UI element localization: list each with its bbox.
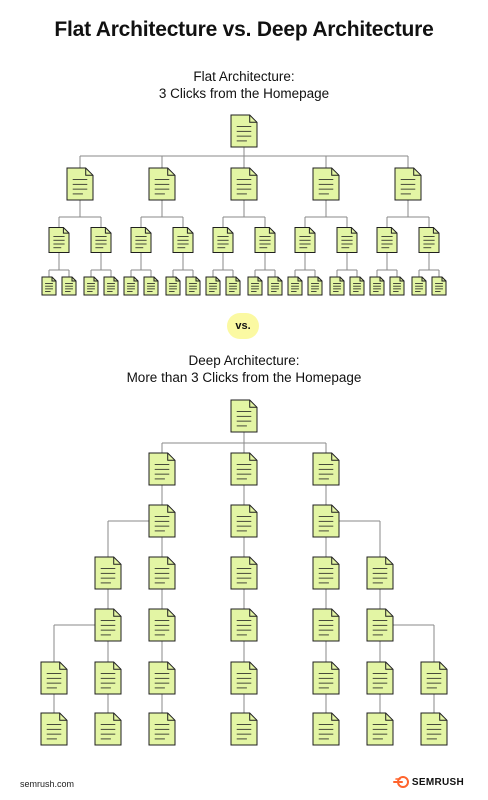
document-icon <box>230 661 258 695</box>
document-icon <box>225 276 241 296</box>
document-icon <box>247 276 263 296</box>
document-icon <box>90 227 112 253</box>
document-icon <box>83 276 99 296</box>
document-icon <box>48 227 70 253</box>
flat-architecture-subtitle: Flat Architecture: 3 Clicks from the Hom… <box>0 68 488 102</box>
document-icon <box>366 608 394 642</box>
document-icon <box>230 452 258 486</box>
document-icon <box>254 227 276 253</box>
document-icon <box>148 712 176 746</box>
document-icon <box>336 227 358 253</box>
document-icon <box>230 114 258 148</box>
document-icon <box>172 227 194 253</box>
document-icon <box>431 276 447 296</box>
document-icon <box>287 276 303 296</box>
document-icon <box>329 276 345 296</box>
document-icon <box>94 712 122 746</box>
document-icon <box>389 276 405 296</box>
document-icon <box>205 276 221 296</box>
document-icon <box>148 556 176 590</box>
document-icon <box>312 167 340 201</box>
document-icon <box>66 167 94 201</box>
deep-subtitle-line1: Deep Architecture: <box>188 353 300 368</box>
document-icon <box>394 167 422 201</box>
document-icon <box>294 227 316 253</box>
document-icon <box>123 276 139 296</box>
document-icon <box>165 276 181 296</box>
vs-badge: vs. <box>227 313 259 339</box>
deep-subtitle-line2: More than 3 Clicks from the Homepage <box>126 370 362 385</box>
deep-architecture-subtitle: Deep Architecture: More than 3 Clicks fr… <box>0 352 488 386</box>
document-icon <box>41 276 57 296</box>
document-icon <box>230 712 258 746</box>
document-icon <box>148 452 176 486</box>
tree-connectors <box>48 147 440 713</box>
flat-subtitle-line1: Flat Architecture: <box>193 69 295 84</box>
document-icon <box>230 608 258 642</box>
document-icon <box>148 167 176 201</box>
document-icon <box>369 276 385 296</box>
document-icon <box>148 608 176 642</box>
document-icon <box>312 556 340 590</box>
document-icon <box>143 276 159 296</box>
document-icon <box>61 276 77 296</box>
document-icon <box>418 227 440 253</box>
tree-pages <box>40 114 448 746</box>
document-icon <box>420 661 448 695</box>
document-icon <box>312 661 340 695</box>
document-icon <box>40 712 68 746</box>
document-icon <box>312 712 340 746</box>
brand-text: SEMRUSH <box>411 776 464 788</box>
document-icon <box>230 556 258 590</box>
document-icon <box>366 712 394 746</box>
document-icon <box>212 227 234 253</box>
document-icon <box>376 227 398 253</box>
document-icon <box>94 661 122 695</box>
page-title: Flat Architecture vs. Deep Architecture <box>54 18 434 41</box>
document-icon <box>312 504 340 538</box>
document-icon <box>307 276 323 296</box>
flat-subtitle-line2: 3 Clicks from the Homepage <box>158 86 330 101</box>
document-icon <box>267 276 283 296</box>
document-icon <box>130 227 152 253</box>
document-icon <box>94 608 122 642</box>
document-icon <box>366 661 394 695</box>
document-icon <box>148 504 176 538</box>
document-icon <box>230 167 258 201</box>
document-icon <box>420 712 448 746</box>
document-icon <box>230 399 258 433</box>
document-icon <box>366 556 394 590</box>
semrush-logo-icon <box>392 776 409 788</box>
document-icon <box>411 276 427 296</box>
document-icon <box>94 556 122 590</box>
document-icon <box>312 452 340 486</box>
document-icon <box>230 504 258 538</box>
document-icon <box>349 276 365 296</box>
document-icon <box>103 276 119 296</box>
document-icon <box>185 276 201 296</box>
brand-logo: SEMRUSH <box>392 776 464 788</box>
document-icon <box>40 661 68 695</box>
document-icon <box>312 608 340 642</box>
footer-url: semrush.com <box>20 779 75 789</box>
document-icon <box>148 661 176 695</box>
